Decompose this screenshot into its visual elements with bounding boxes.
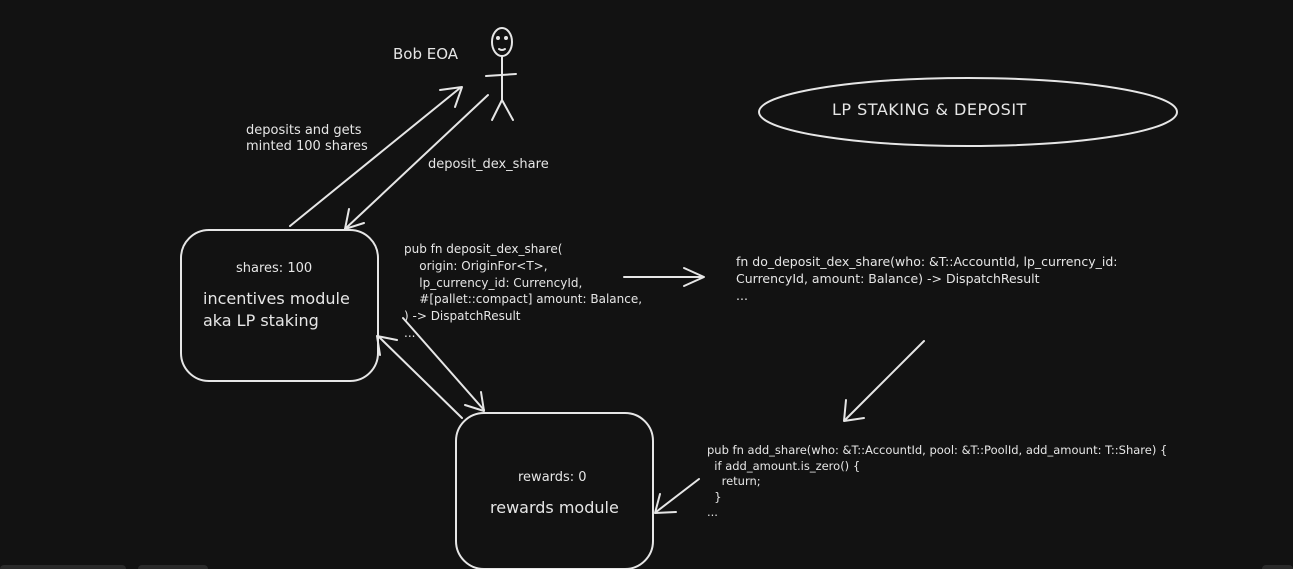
arrow-add-share-to-rewards bbox=[654, 478, 700, 514]
arrow-do-deposit-to-add-share bbox=[843, 340, 925, 422]
code-add-share: pub fn add_share(who: &T::AccountId, poo… bbox=[707, 443, 1168, 520]
rewards-module-box[interactable] bbox=[455, 412, 654, 569]
rewards-stat: rewards: 0 bbox=[518, 470, 587, 485]
arrow-rewards-to-incentives bbox=[376, 335, 463, 419]
arrow-incentives-to-actor bbox=[289, 86, 463, 227]
actor-stick-figure-icon bbox=[485, 27, 517, 121]
arrow-incentives-to-rewards bbox=[402, 317, 485, 412]
code-deposit-dex-share: pub fn deposit_dex_share( origin: Origin… bbox=[404, 242, 643, 340]
bottom-toolbar-segment bbox=[138, 565, 208, 569]
bottom-toolbar-segment bbox=[1262, 565, 1293, 569]
bottom-toolbar-segment bbox=[0, 565, 126, 569]
title-ellipse bbox=[758, 77, 1178, 147]
incentives-shares-stat: shares: 100 bbox=[236, 261, 313, 276]
edge-label-deposit-minted: deposits and gets minted 100 shares bbox=[246, 123, 368, 155]
arrow-fn-to-do-deposit bbox=[623, 267, 705, 287]
rewards-module-name: rewards module bbox=[490, 498, 619, 517]
incentives-module-box[interactable] bbox=[180, 229, 379, 382]
actor-label: Bob EOA bbox=[393, 45, 459, 63]
arrow-actor-to-incentives bbox=[344, 94, 489, 230]
diagram-title: LP STAKING & DEPOSIT bbox=[832, 100, 1027, 119]
code-do-deposit-dex-share: fn do_deposit_dex_share(who: &T::Account… bbox=[736, 254, 1118, 303]
edge-label-deposit-dex-share: deposit_dex_share bbox=[428, 157, 549, 172]
incentives-module-name: incentives module aka LP staking bbox=[203, 289, 350, 330]
